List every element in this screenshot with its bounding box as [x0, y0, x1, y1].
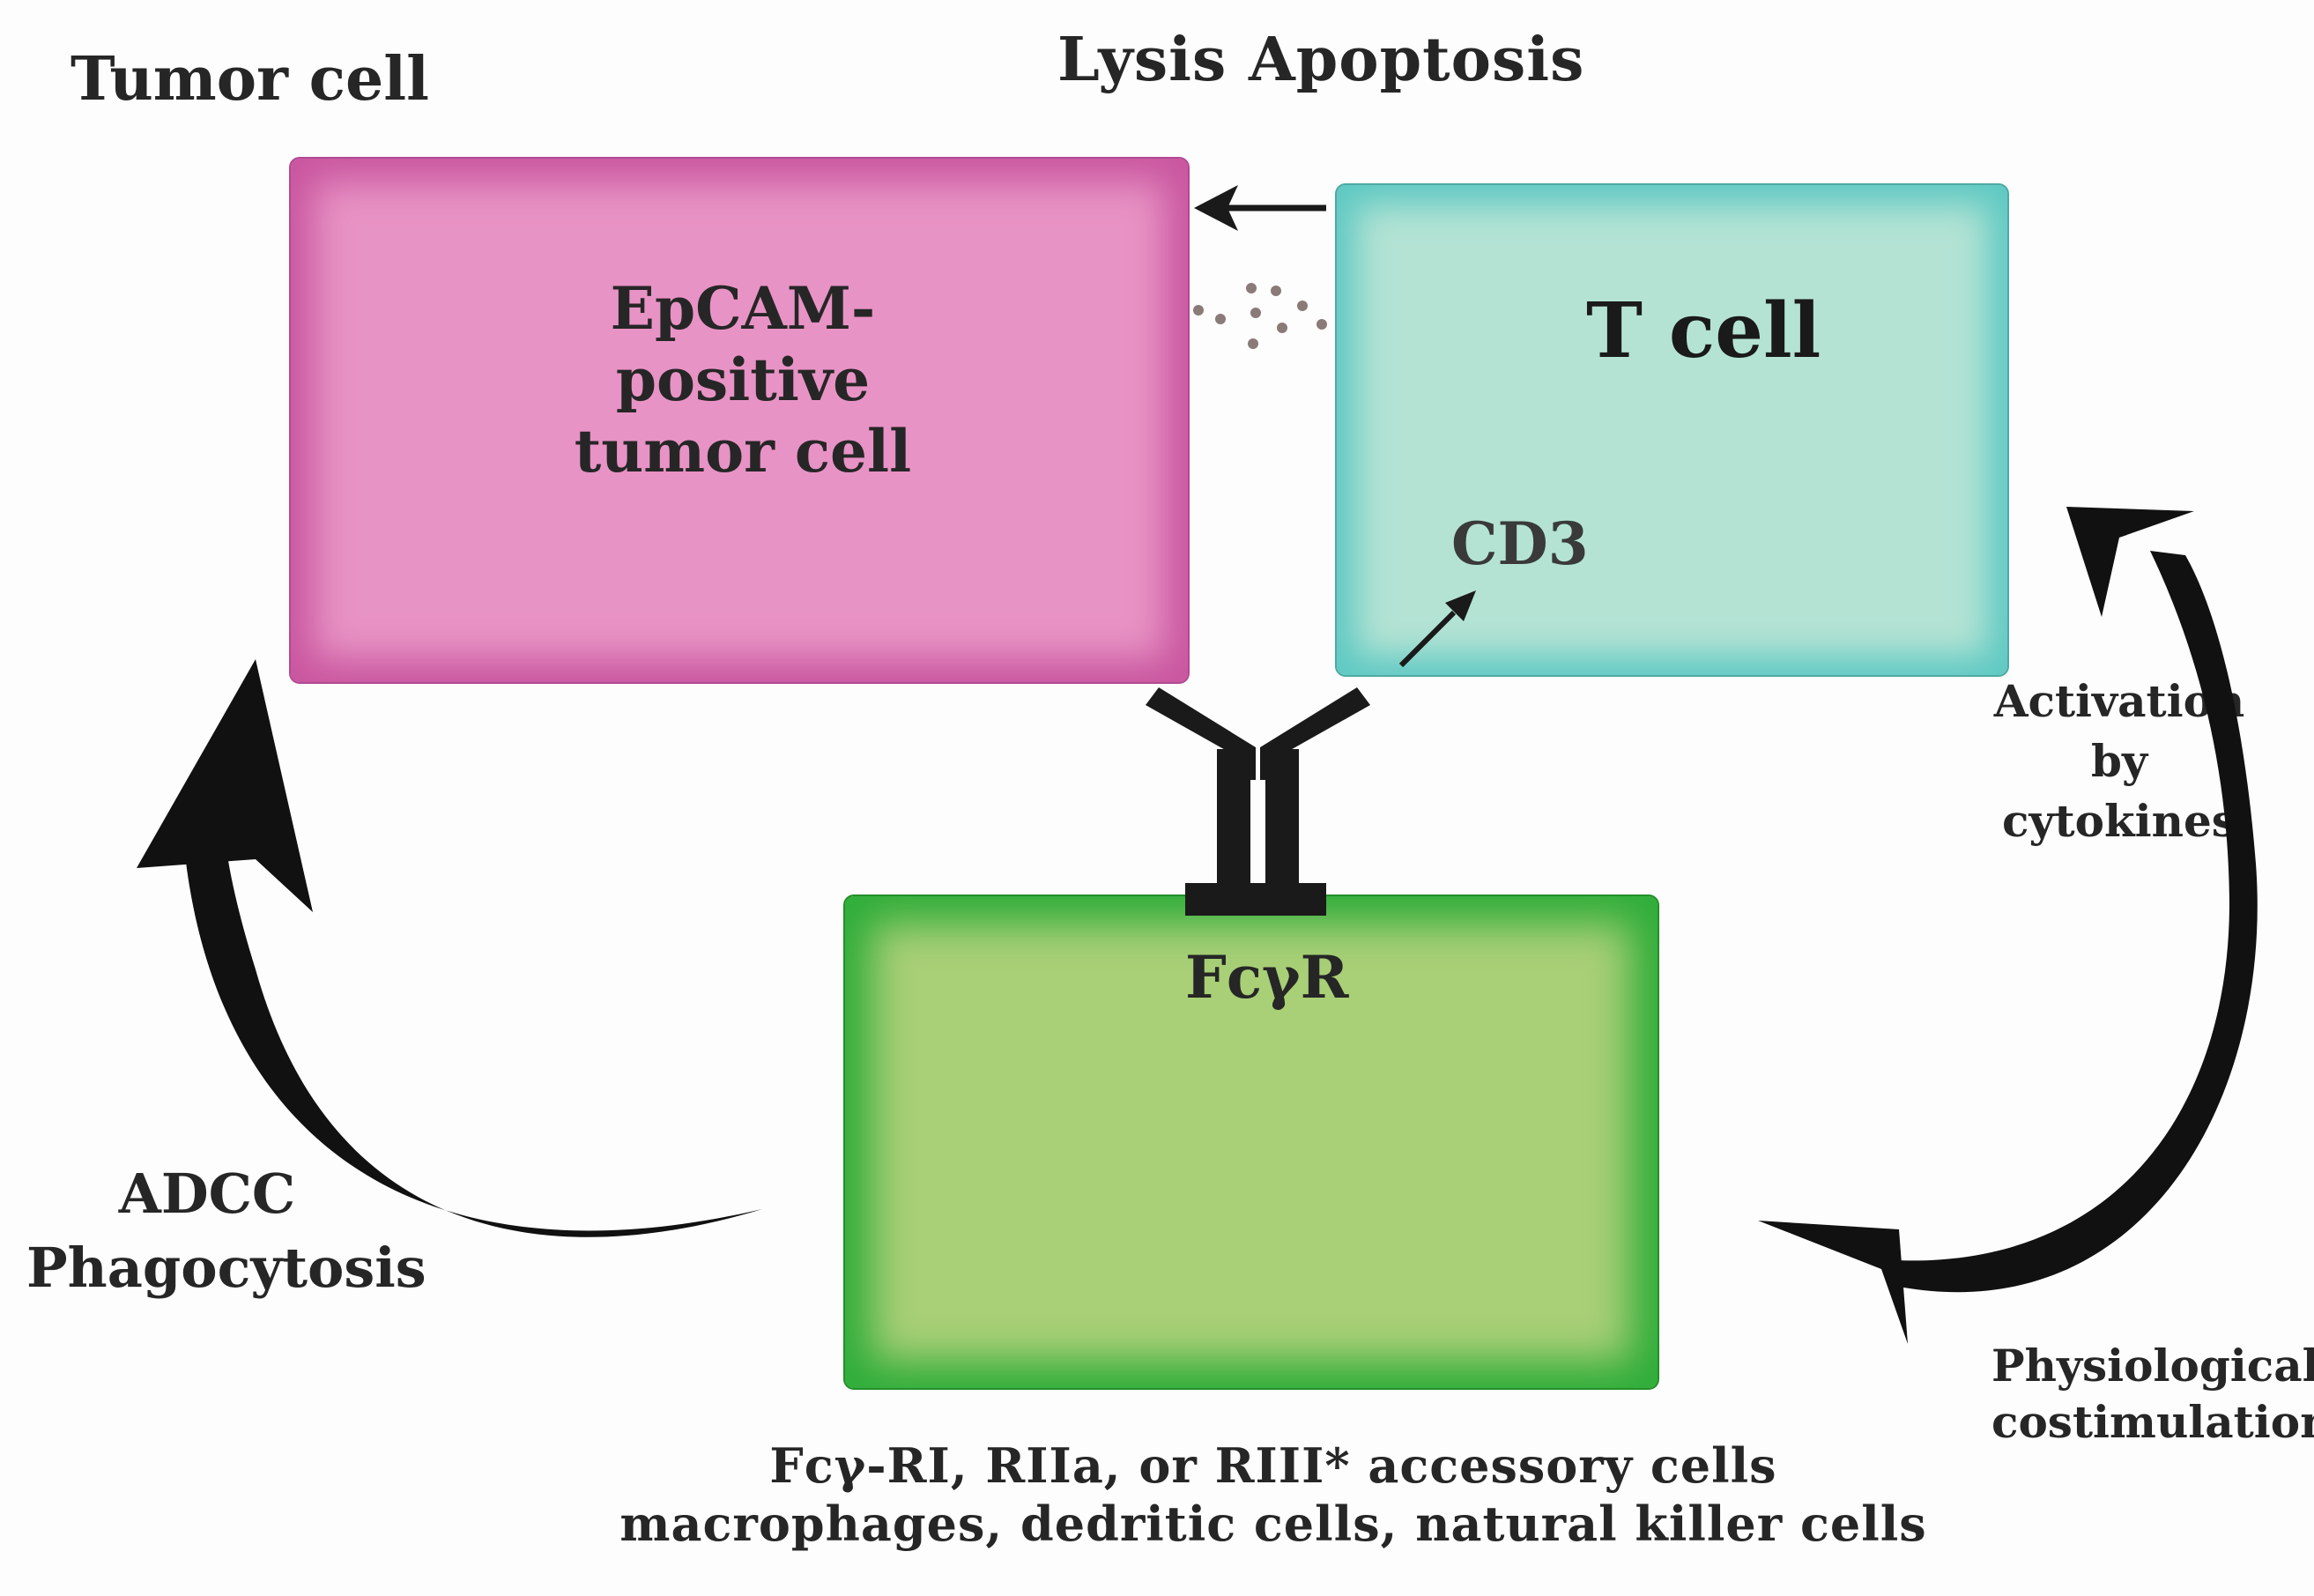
accessory-cells-caption: Fcγ-RI, RIIa, or RIII* accessory cells m…	[529, 1436, 2018, 1553]
fc-gamma-receptor-label: FcγR	[1185, 943, 1349, 1012]
cd3-label: CD3	[1451, 509, 1589, 578]
lysis-apoptosis-title: Lysis Apoptosis	[1057, 25, 1585, 95]
tumor-cell-box	[289, 157, 1190, 684]
cd3-pointer-icon	[1398, 590, 1476, 668]
tumor-cell-label: EpCAM- positive tumor cell	[574, 274, 912, 486]
accessory-cell-box	[843, 895, 1659, 1390]
caption-line-1: Fcγ-RI, RIIa, or RIII* accessory cells	[769, 1437, 1777, 1494]
adcc-curved-arrow-icon	[137, 659, 762, 1237]
lysis-arrow-icon	[1194, 185, 1326, 231]
antibody-icon	[1146, 687, 1370, 916]
t-cell-box	[1335, 183, 2009, 677]
tumor-cell-title: Tumor cell	[70, 44, 429, 115]
cytokine-dots-icon	[1193, 283, 1327, 349]
costimulation-curved-arrow-icon	[1758, 507, 2258, 1344]
costimulation-label: Physiological costimulation	[1991, 1340, 2314, 1448]
adcc-label: ADCC Phagocytosis	[26, 1162, 426, 1300]
caption-line-2: macrophages, dedritic cells, natural kil…	[619, 1496, 1927, 1552]
t-cell-label: T cell	[1586, 286, 1821, 375]
